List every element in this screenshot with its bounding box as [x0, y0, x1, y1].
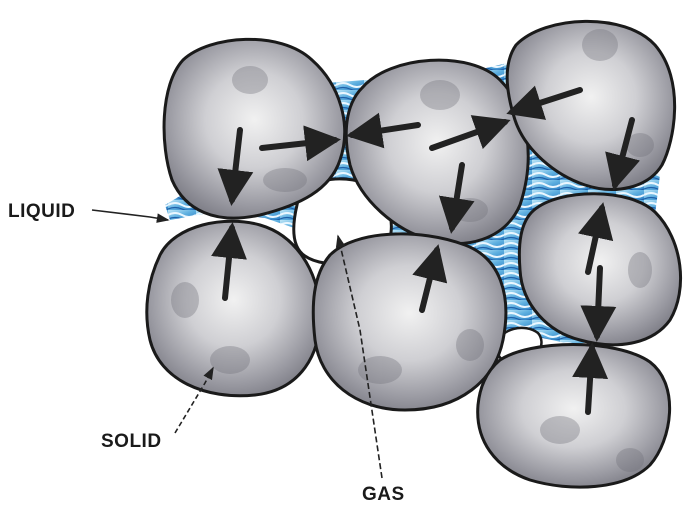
- solid-grain: [164, 39, 345, 218]
- liquid-label: LIQUID: [8, 201, 75, 222]
- force-arrow: [588, 348, 592, 412]
- gas-label: GAS: [362, 484, 405, 505]
- force-arrow: [597, 268, 600, 336]
- solid-grain: [313, 234, 506, 410]
- solid-label: SOLID: [101, 431, 162, 452]
- liquid-leader: [92, 210, 168, 220]
